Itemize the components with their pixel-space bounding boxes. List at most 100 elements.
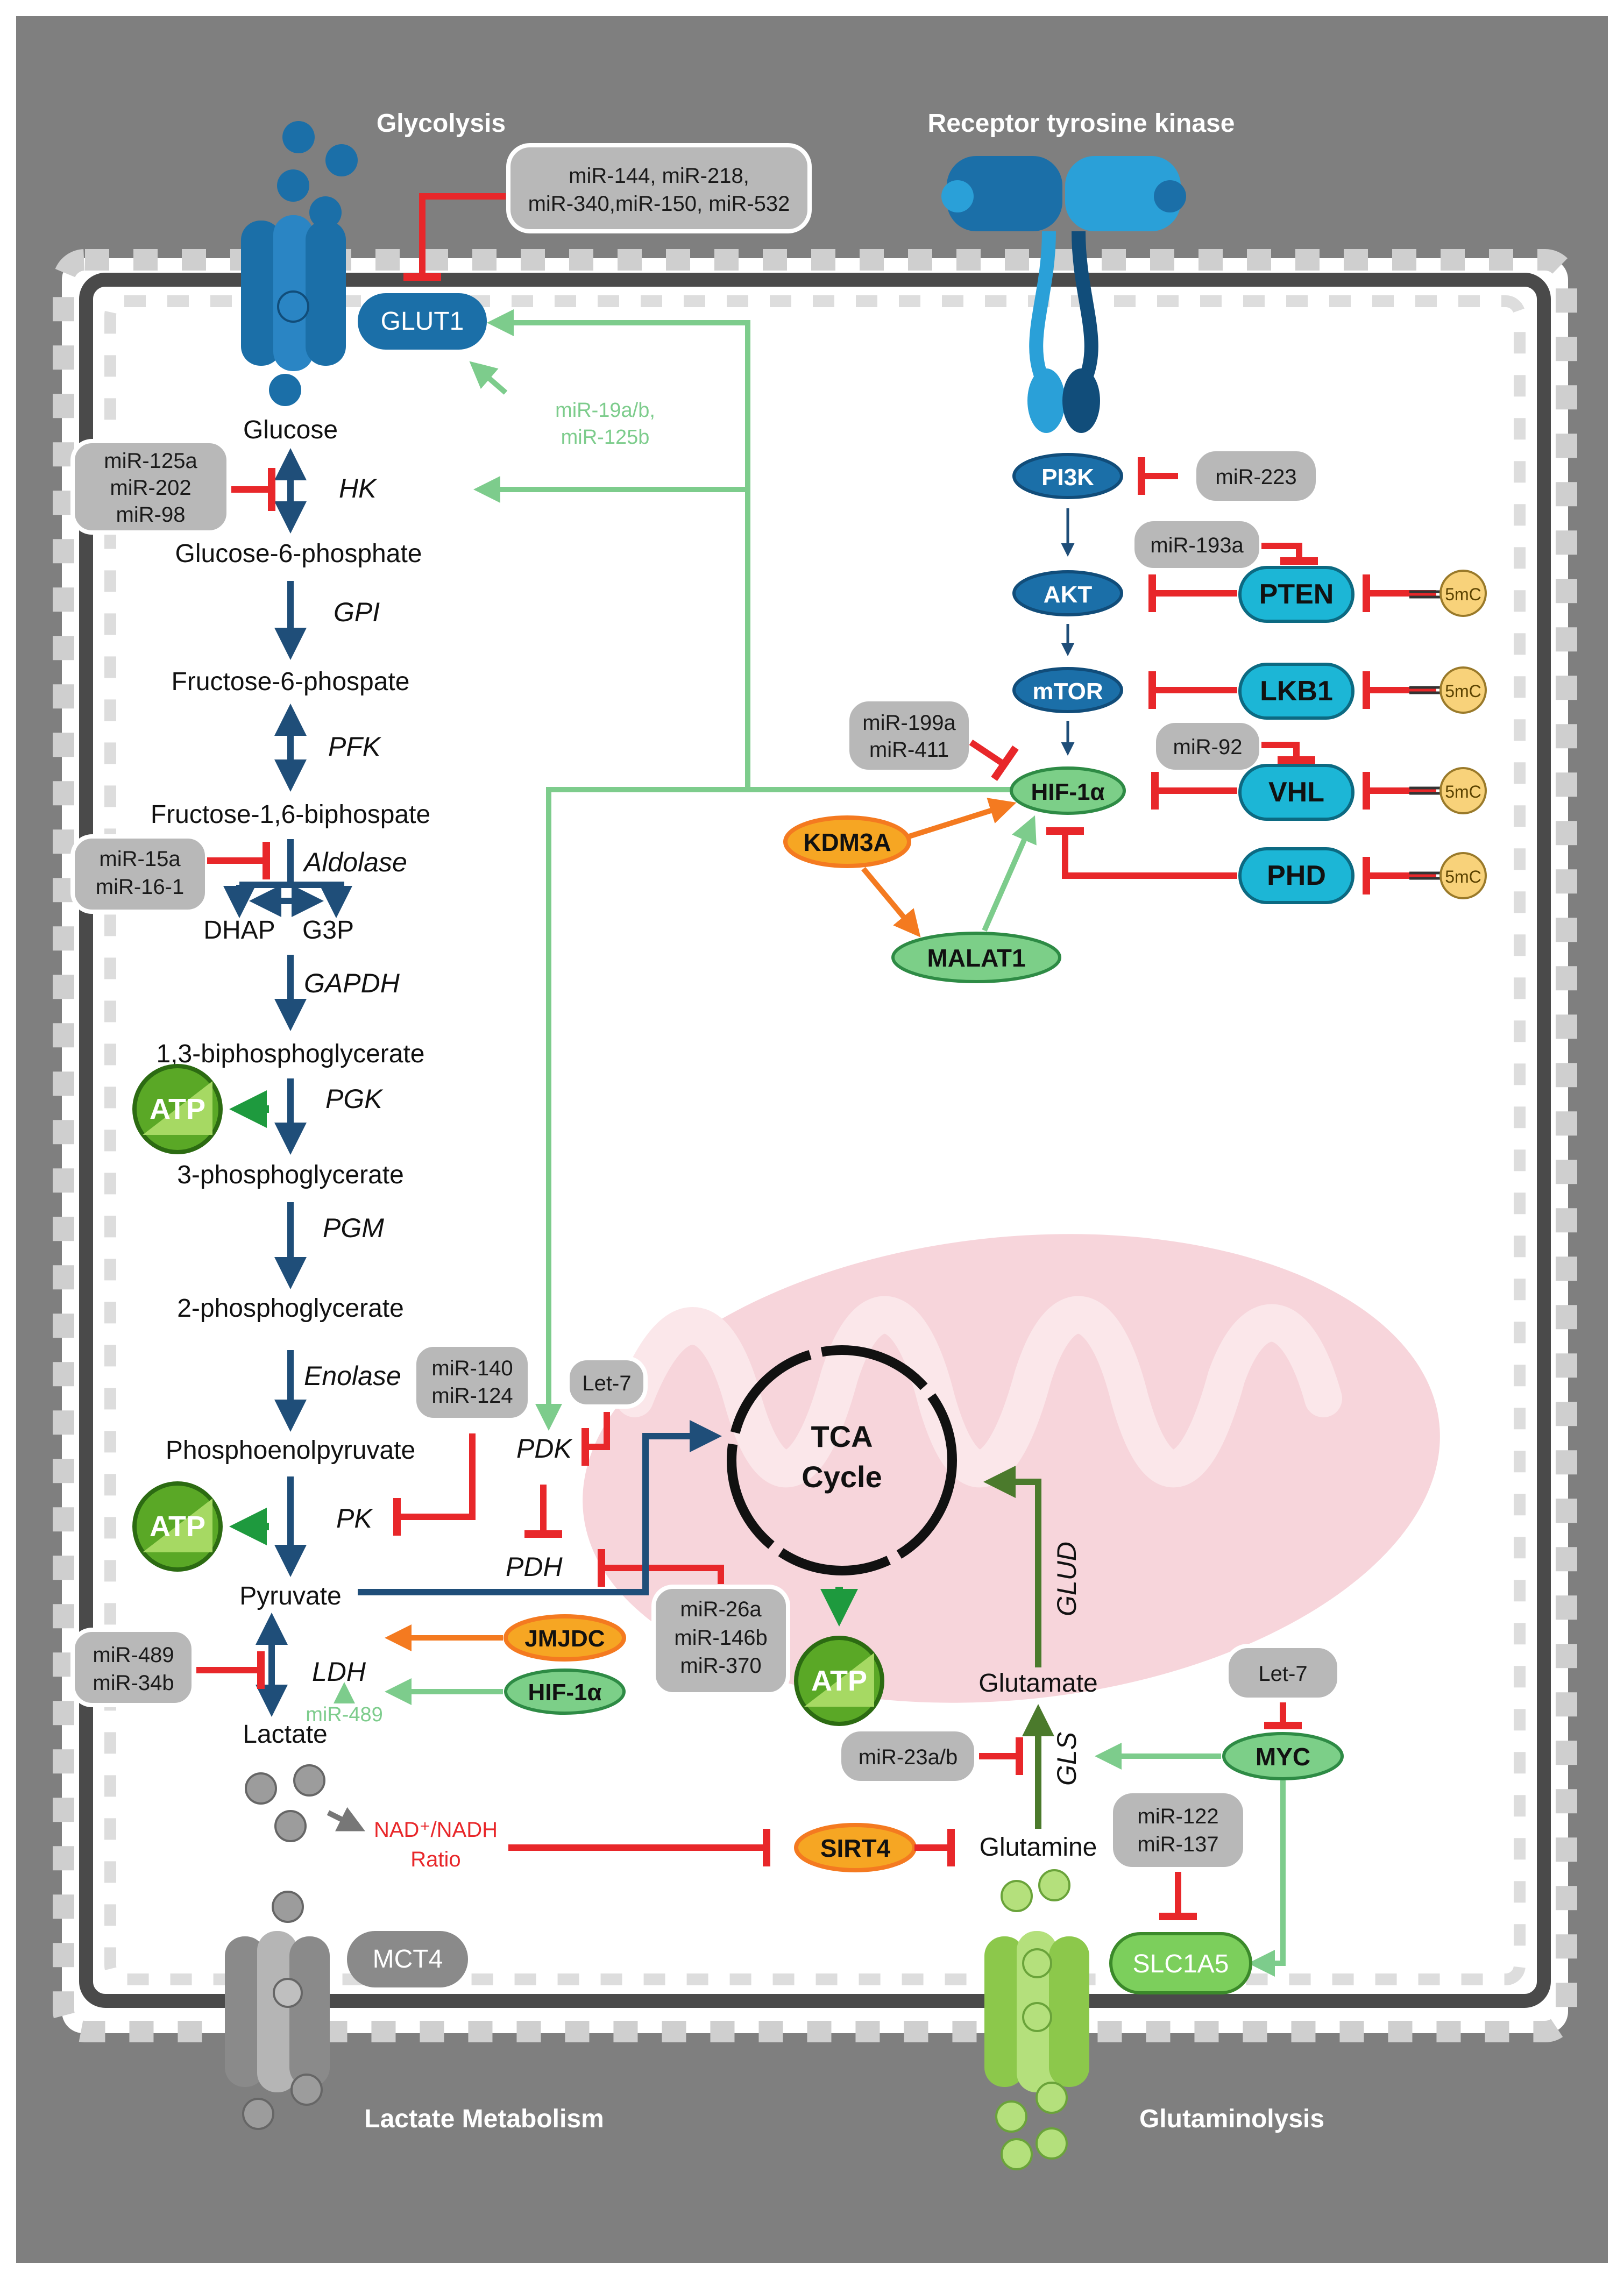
svg-text:miR-146b: miR-146b [674, 1626, 767, 1650]
svg-text:miR-23a/b: miR-23a/b [859, 1745, 958, 1769]
enzyme-aldolase: Aldolase [302, 847, 407, 877]
inhibit-hif-mir [969, 740, 1005, 766]
inhibit-pdk [586, 1412, 610, 1450]
mirna-box-myc-let7: Let-7 [1224, 1644, 1342, 1702]
activate-hif-pdk [535, 787, 748, 1431]
metabolite-f16bp: Fructose-1,6-biphospate [151, 800, 430, 829]
svg-text:MYC: MYC [1256, 1743, 1310, 1771]
lactate-dots [245, 1764, 325, 1842]
mirna-box-vhl: miR-92 [1152, 719, 1264, 774]
malat1-node: MALAT1 [891, 932, 1061, 983]
mirna-box-glut1: miR-144, miR-218, miR-340,miR-150, miR-5… [506, 143, 812, 233]
metabolite-bpg13: 1,3-biphosphoglycerate [156, 1040, 424, 1068]
metabolite-pyruvate: Pyruvate [239, 1582, 341, 1610]
inhibit-vhl-mir [1261, 742, 1300, 758]
section-glycolysis: Glycolysis [377, 109, 506, 138]
inhibit-bars [1046, 574, 1159, 835]
mirna-box-pten: miR-193a [1130, 517, 1264, 572]
pten-node: PTEN [1238, 566, 1354, 623]
svg-text:PI3K: PI3K [1041, 464, 1094, 491]
svg-text:JMJDC: JMJDC [524, 1625, 605, 1652]
metabolite-g6p: Glucose-6-phosphate [175, 539, 422, 568]
activate-malat1-hif [982, 815, 1037, 932]
nad-ratio-line2: Ratio [410, 1848, 460, 1871]
activate-kdm3a-malat1 [861, 867, 921, 938]
metabolite-pg3: 3-phosphoglycerate [177, 1161, 404, 1189]
metabolite-lactate: Lactate [243, 1720, 327, 1749]
svg-text:5mC: 5mC [1445, 681, 1481, 701]
enzyme-ldh: LDH [312, 1657, 366, 1687]
activate-kdm3a-hif [908, 798, 1017, 839]
enzyme-pgm: PGM [323, 1213, 384, 1243]
mirna-box-aldolase: miR-15a miR-16-1 [70, 834, 209, 914]
mct4-transporter [225, 1891, 330, 2130]
enzyme-pk: PK [336, 1503, 373, 1533]
svg-text:5mC: 5mC [1445, 867, 1481, 886]
svg-text:AKT: AKT [1044, 581, 1093, 608]
mirna-box-hk: miR-125a miR-202 miR-98 [70, 439, 231, 535]
enzyme-gapdh: GAPDH [304, 968, 400, 998]
svg-text:miR-411: miR-411 [869, 738, 949, 762]
receptor-tyrosine-kinase [941, 156, 1186, 433]
svg-text:PHD: PHD [1267, 860, 1326, 891]
svg-text:miR-122: miR-122 [1137, 1805, 1218, 1828]
svg-text:miR-140: miR-140 [431, 1357, 513, 1380]
phd-node: PHD [1238, 847, 1354, 904]
metabolite-glucose: Glucose [243, 416, 338, 444]
mirna-box-pi3k: miR-223 [1192, 447, 1320, 505]
myc-node: MYC [1222, 1732, 1344, 1780]
svg-text:SIRT4: SIRT4 [820, 1834, 891, 1862]
glut1-node: GLUT1 [358, 293, 487, 350]
arrow-lactate-nad [327, 1807, 365, 1831]
enzyme-hk: HK [339, 473, 378, 503]
hif1a-lower-node: HIF-1α [504, 1669, 626, 1715]
methylation-marks: 5mC 5mC 5mC 5mC [1363, 570, 1487, 899]
svg-text:miR-34b: miR-34b [93, 1671, 174, 1695]
svg-text:miR-92: miR-92 [1173, 735, 1243, 759]
svg-text:miR-144, miR-218,: miR-144, miR-218, [569, 164, 749, 188]
metabolite-glutamine: Glutamine [980, 1833, 1097, 1862]
svg-text:miR-124: miR-124 [431, 1384, 513, 1408]
svg-text:mTOR: mTOR [1032, 678, 1103, 705]
enzyme-pfk: PFK [328, 732, 382, 762]
pi3k-node: PI3K [1012, 453, 1123, 499]
svg-text:KDM3A: KDM3A [803, 828, 891, 856]
glycolysis-arrows [223, 448, 352, 1717]
metabolite-g3p: G3P [302, 916, 354, 945]
nad-ratio-line1: NAD⁺/NADH [374, 1818, 498, 1842]
akt-node: AKT [1012, 570, 1123, 616]
mirna-box-slc1a5: miR-122 miR-137 [1109, 1789, 1247, 1871]
atp-badge-pk: ATP [132, 1481, 223, 1572]
methyl-vhl: 5mC [1363, 767, 1487, 814]
svg-text:GLUT1: GLUT1 [381, 307, 464, 336]
tca-cycle: TCA Cycle [727, 1345, 957, 1575]
activate-hif-glycolysis [487, 309, 1011, 792]
svg-text:miR-137: miR-137 [1137, 1833, 1218, 1856]
svg-text:miR-202: miR-202 [110, 476, 191, 500]
inhibit-suppressors [1062, 590, 1237, 879]
svg-text:miR-193a: miR-193a [1150, 534, 1244, 557]
svg-text:Let-7: Let-7 [1258, 1662, 1307, 1686]
mirna-box-ldh: miR-489 miR-34b [70, 1628, 196, 1707]
metabolite-dhap: DHAP [203, 916, 275, 945]
svg-text:LKB1: LKB1 [1260, 676, 1333, 707]
svg-text:Let-7: Let-7 [582, 1372, 631, 1395]
svg-text:MALAT1: MALAT1 [927, 944, 1025, 972]
svg-text:miR-340,miR-150, miR-532: miR-340,miR-150, miR-532 [528, 192, 790, 216]
enzyme-pgk: PGK [325, 1084, 384, 1114]
arrow-pyruvate-tca [358, 1420, 722, 1595]
mirna-box-gls: miR-23a/b [837, 1727, 978, 1785]
svg-text:miR-199a: miR-199a [862, 711, 956, 735]
inhibit-glut1 [419, 193, 506, 277]
svg-text:VHL: VHL [1268, 777, 1324, 808]
section-glutaminolysis: Glutaminolysis [1139, 2105, 1324, 2133]
activate-mir19-glut1 [469, 361, 508, 395]
enzyme-gls: GLS [1052, 1732, 1082, 1786]
jmjdc-node: JMJDC [503, 1614, 626, 1662]
sirt4-node: SIRT4 [794, 1823, 917, 1872]
enzyme-pdk: PDK [516, 1433, 573, 1464]
metabolite-glutamate: Glutamate [978, 1669, 1097, 1698]
svg-text:miR-223: miR-223 [1215, 465, 1296, 489]
mirna-box-pdk-let7: Let-7 [565, 1356, 648, 1409]
activate-myc-slc1a5 [1248, 1780, 1286, 1977]
